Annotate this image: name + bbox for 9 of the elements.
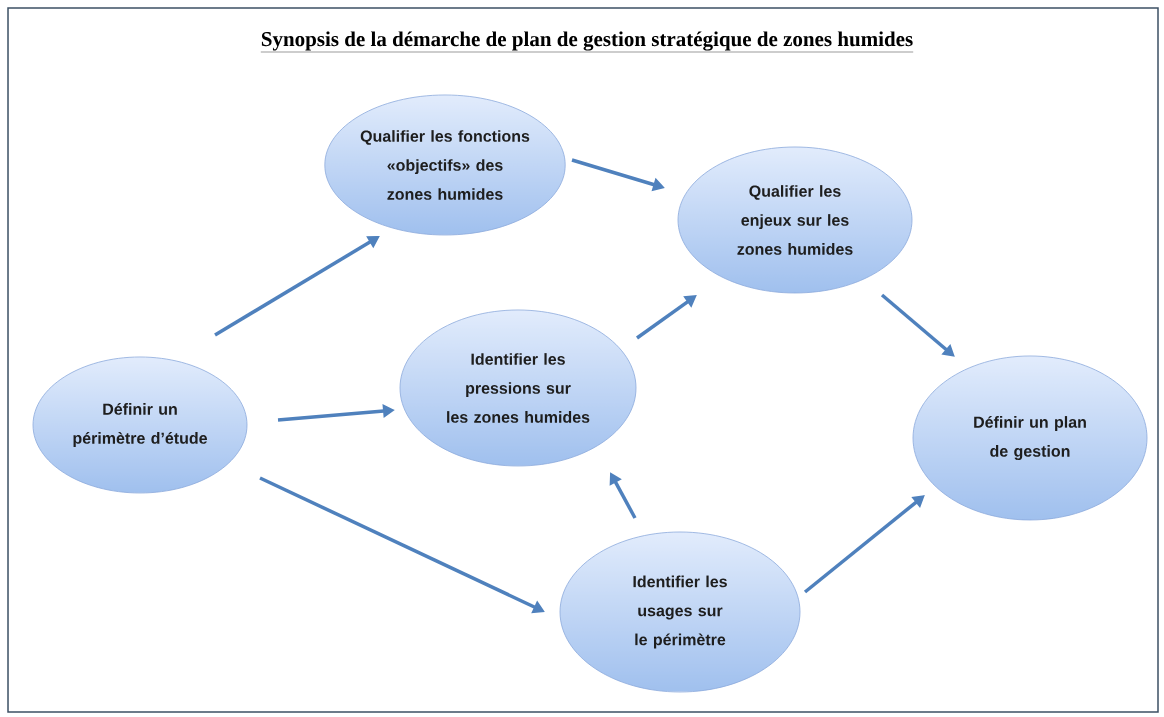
ellipse-node: Définir un périmètre d’étude [32, 356, 248, 494]
arrow [803, 495, 925, 594]
ellipse-node: Définir un plan de gestion [912, 355, 1148, 521]
ellipse-node: Identifier les usages sur le périmètre [559, 531, 801, 693]
ellipse-node: Qualifier les enjeux sur les zones humides [677, 146, 913, 294]
arrow [880, 293, 955, 357]
ellipse-node: Identifier les pressions sur les zones humides [399, 309, 637, 467]
title: Synopsis de la démarche de plan de gestion stratégique de zones humides [260, 31, 914, 53]
ellipse-node: Qualifier les fonctions «objectifs» des zones humides [324, 94, 566, 236]
